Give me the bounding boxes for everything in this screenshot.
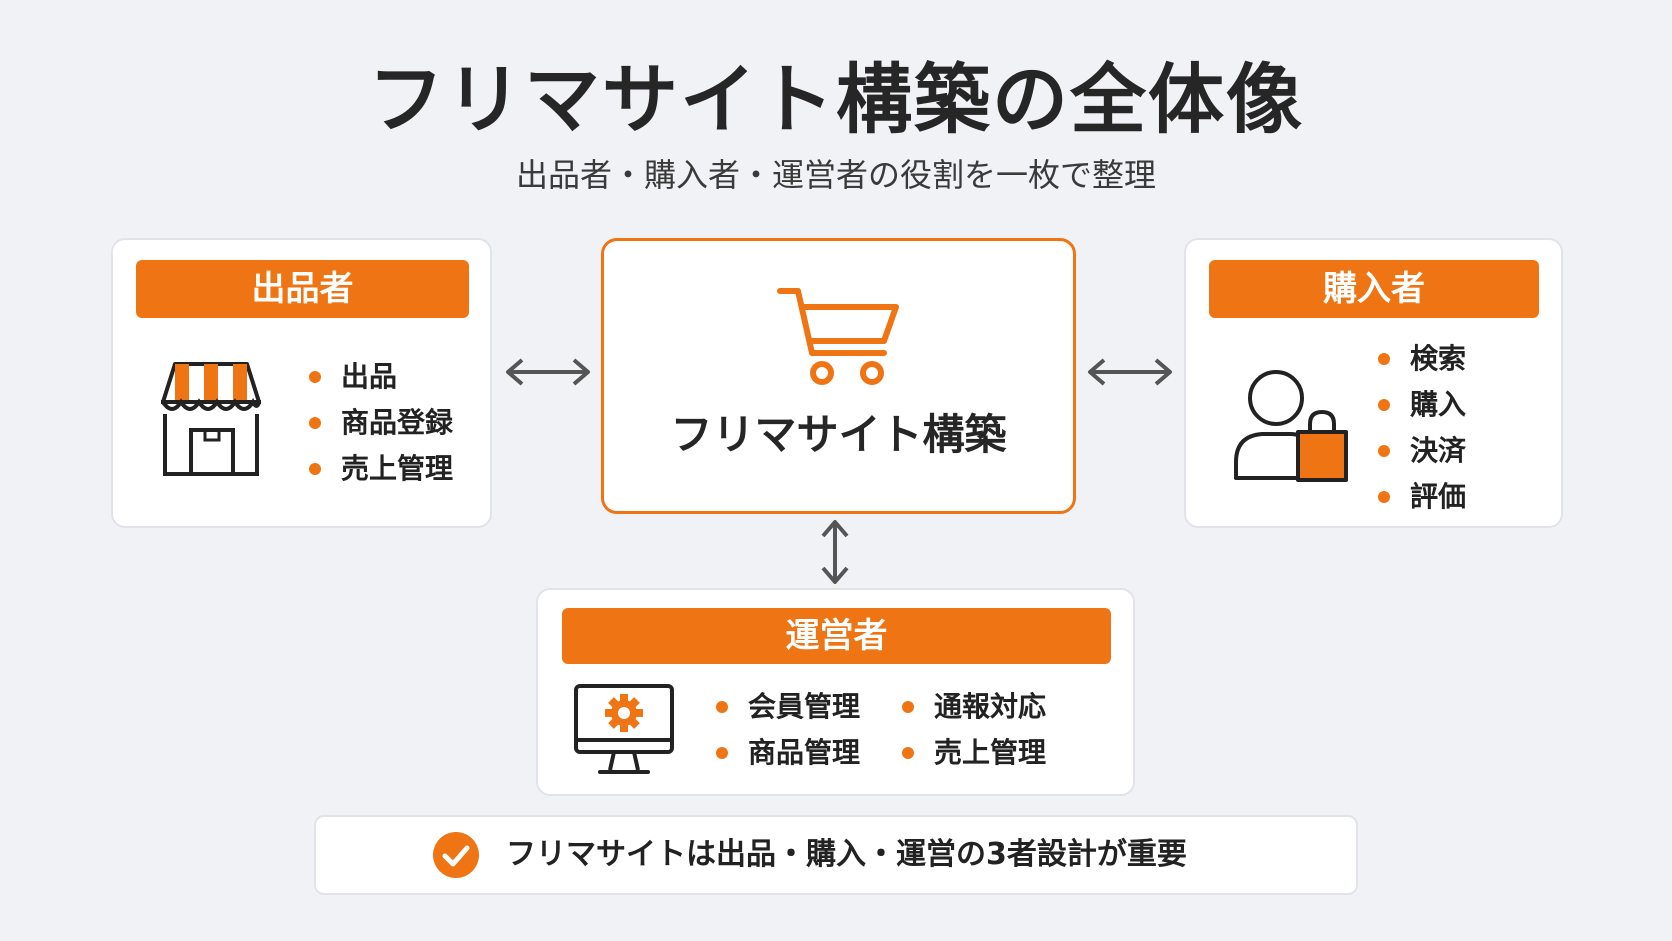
buyer-item: 決済 xyxy=(1376,428,1466,474)
seller-item: 商品登録 xyxy=(307,400,453,446)
seller-center-arrow xyxy=(506,358,590,386)
operator-card: 運営者 会員管理 商品管理 通報対応 売上管理 xyxy=(536,588,1135,796)
operator-item: 商品管理 xyxy=(714,730,860,776)
operator-item: 売上管理 xyxy=(900,730,1046,776)
page-title: フリマサイト構築の全体像 xyxy=(368,55,1304,144)
summary-text: フリマサイトは出品・購入・運営の3者設計が重要 xyxy=(506,837,1187,872)
buyer-item: 検索 xyxy=(1376,336,1466,382)
operator-items-left: 会員管理 商品管理 xyxy=(714,684,860,776)
monitor-gear-icon xyxy=(572,682,676,782)
center-operator-arrow xyxy=(821,520,849,584)
check-circle-icon xyxy=(432,831,480,883)
seller-items: 出品 商品登録 売上管理 xyxy=(307,354,453,492)
seller-item: 出品 xyxy=(307,354,453,400)
buyer-item: 評価 xyxy=(1376,474,1466,520)
cart-icon xyxy=(776,283,900,391)
seller-card: 出品者 出品 商品登録 売上管理 xyxy=(111,238,492,528)
buyer-card: 購入者 検索 購入 決済 評価 xyxy=(1184,238,1563,528)
shopper-icon xyxy=(1232,364,1350,488)
summary-note: フリマサイトは出品・購入・運営の3者設計が重要 xyxy=(314,815,1358,895)
center-buyer-arrow xyxy=(1088,358,1172,386)
operator-item: 会員管理 xyxy=(714,684,860,730)
storefront-icon xyxy=(153,358,269,484)
operator-items-right: 通報対応 売上管理 xyxy=(900,684,1046,776)
center-card: フリマサイト構築 xyxy=(601,238,1076,514)
operator-header: 運営者 xyxy=(562,608,1111,664)
seller-header: 出品者 xyxy=(136,260,469,318)
operator-item: 通報対応 xyxy=(900,684,1046,730)
seller-item: 売上管理 xyxy=(307,446,453,492)
center-label: フリマサイト構築 xyxy=(670,410,1007,459)
page-subtitle: 出品者・購入者・運営者の役割を一枚で整理 xyxy=(515,156,1156,194)
buyer-header: 購入者 xyxy=(1209,260,1539,318)
buyer-items: 検索 購入 決済 評価 xyxy=(1376,336,1466,520)
buyer-item: 購入 xyxy=(1376,382,1466,428)
